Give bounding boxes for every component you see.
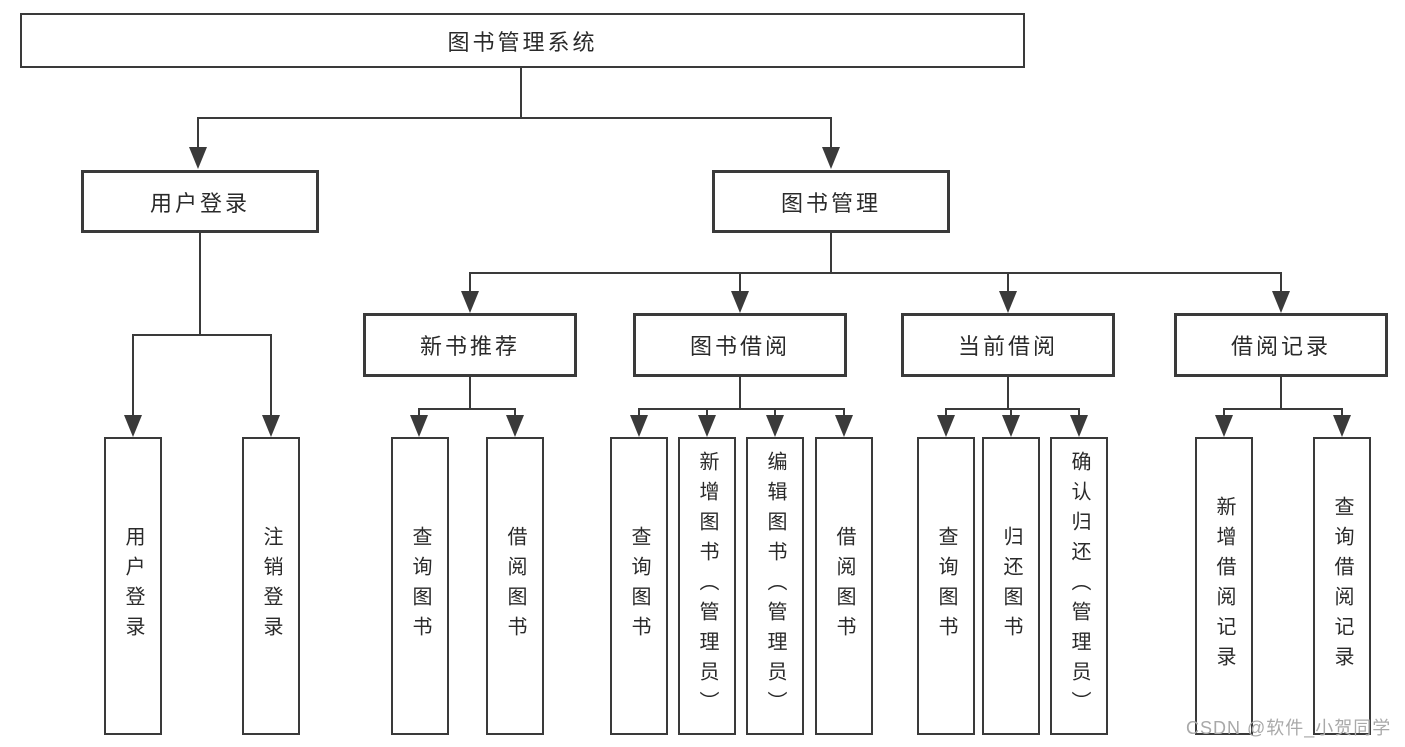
arrowhead [461,291,479,313]
connector-rail [1223,408,1343,410]
connector-drop [638,408,640,418]
connector-stem [469,377,471,408]
connector-drop [132,334,134,416]
node-label: 图书借阅 [689,334,790,359]
leaf-label: 查询图书 [409,526,431,646]
leaf-add-borrow-record: 新增借阅记录 [1195,437,1253,735]
arrowhead [1002,415,1020,437]
node-label: 借阅记录 [1230,334,1331,359]
leaf-query-books-borrowing: 查询图书 [610,437,668,735]
arrowhead [1333,415,1351,437]
node-label: 图书管理 [780,190,881,216]
connector-drop [1007,272,1009,294]
connector-level2-rail [469,272,1282,274]
leaf-label: 注销登录 [260,526,282,646]
connector-rail [638,408,845,410]
connector-bookmgmt-stem [830,233,832,272]
leaf-borrow-books-recommend: 借阅图书 [486,437,544,735]
node-user-login: 用户登录 [81,170,319,233]
connector-userlogin-rail [132,334,272,336]
connector-drop [706,408,708,418]
leaf-label: 编辑图书（管理员） [764,451,786,721]
leaf-add-book-admin: 新增图书（管理员） [678,437,736,735]
connector-drop [1341,408,1343,418]
node-new-book-recommend: 新书推荐 [363,313,577,377]
connector-drop [270,334,272,416]
arrowhead [506,415,524,437]
connector-rail [945,408,1080,410]
node-label: 用户登录 [149,190,250,216]
connector-drop [830,117,832,149]
connector-drop [1078,408,1080,418]
connector-userlogin-stem [199,233,201,334]
arrowhead [766,415,784,437]
arrowhead [731,291,749,313]
node-book-management: 图书管理 [712,170,950,233]
arrowhead [410,415,428,437]
leaf-return-books: 归还图书 [982,437,1040,735]
leaf-user-login: 用户登录 [104,437,162,735]
connector-root-stem [520,68,522,118]
leaf-confirm-return-admin: 确认归还（管理员） [1050,437,1108,735]
arrowhead [189,147,207,169]
arrowhead [835,415,853,437]
connector-drop [469,272,471,294]
leaf-label: 查询图书 [628,526,650,646]
connector-drop [774,408,776,418]
leaf-query-books-current: 查询图书 [917,437,975,735]
watermark-text: CSDN @软件_小贺同学 [1186,718,1392,738]
leaf-label: 借阅图书 [833,526,855,646]
connector-drop [739,272,741,294]
leaf-label: 借阅图书 [504,526,526,646]
node-library-management-system: 图书管理系统 [20,13,1025,68]
arrowhead [1070,415,1088,437]
connector-drop [945,408,947,418]
arrowhead [822,147,840,169]
arrowhead [999,291,1017,313]
leaf-label: 用户登录 [122,526,144,646]
node-book-borrowing: 图书借阅 [633,313,847,377]
connector-stem [1280,377,1282,408]
connector-level1-rail [197,117,832,119]
node-label: 当前借阅 [957,334,1058,359]
arrowhead [630,415,648,437]
connector-drop [1280,272,1282,294]
node-label: 新书推荐 [419,334,520,359]
connector-drop [1010,408,1012,418]
arrowhead [124,415,142,437]
arrowhead [1215,415,1233,437]
connector-rail [418,408,516,410]
leaf-label: 归还图书 [1000,526,1022,646]
leaf-label: 确认归还（管理员） [1068,451,1090,721]
node-current-borrowing: 当前借阅 [901,313,1115,377]
connector-stem [1007,377,1009,408]
arrowhead [262,415,280,437]
leaf-label: 新增图书（管理员） [696,451,718,721]
leaf-query-books-recommend: 查询图书 [391,437,449,735]
leaf-query-borrow-record: 查询借阅记录 [1313,437,1371,735]
leaf-borrow-books-borrowing: 借阅图书 [815,437,873,735]
connector-drop [843,408,845,418]
connector-stem [739,377,741,408]
arrowhead [698,415,716,437]
leaf-logout: 注销登录 [242,437,300,735]
leaf-label: 查询借阅记录 [1331,496,1353,676]
connector-drop [418,408,420,418]
connector-drop [514,408,516,418]
connector-drop [197,117,199,149]
arrowhead [1272,291,1290,313]
node-label: 图书管理系统 [447,29,598,55]
leaf-label: 查询图书 [935,526,957,646]
node-borrowing-records: 借阅记录 [1174,313,1388,377]
leaf-edit-book-admin: 编辑图书（管理员） [746,437,804,735]
connector-drop [1223,408,1225,418]
leaf-label: 新增借阅记录 [1213,496,1235,676]
arrowhead [937,415,955,437]
